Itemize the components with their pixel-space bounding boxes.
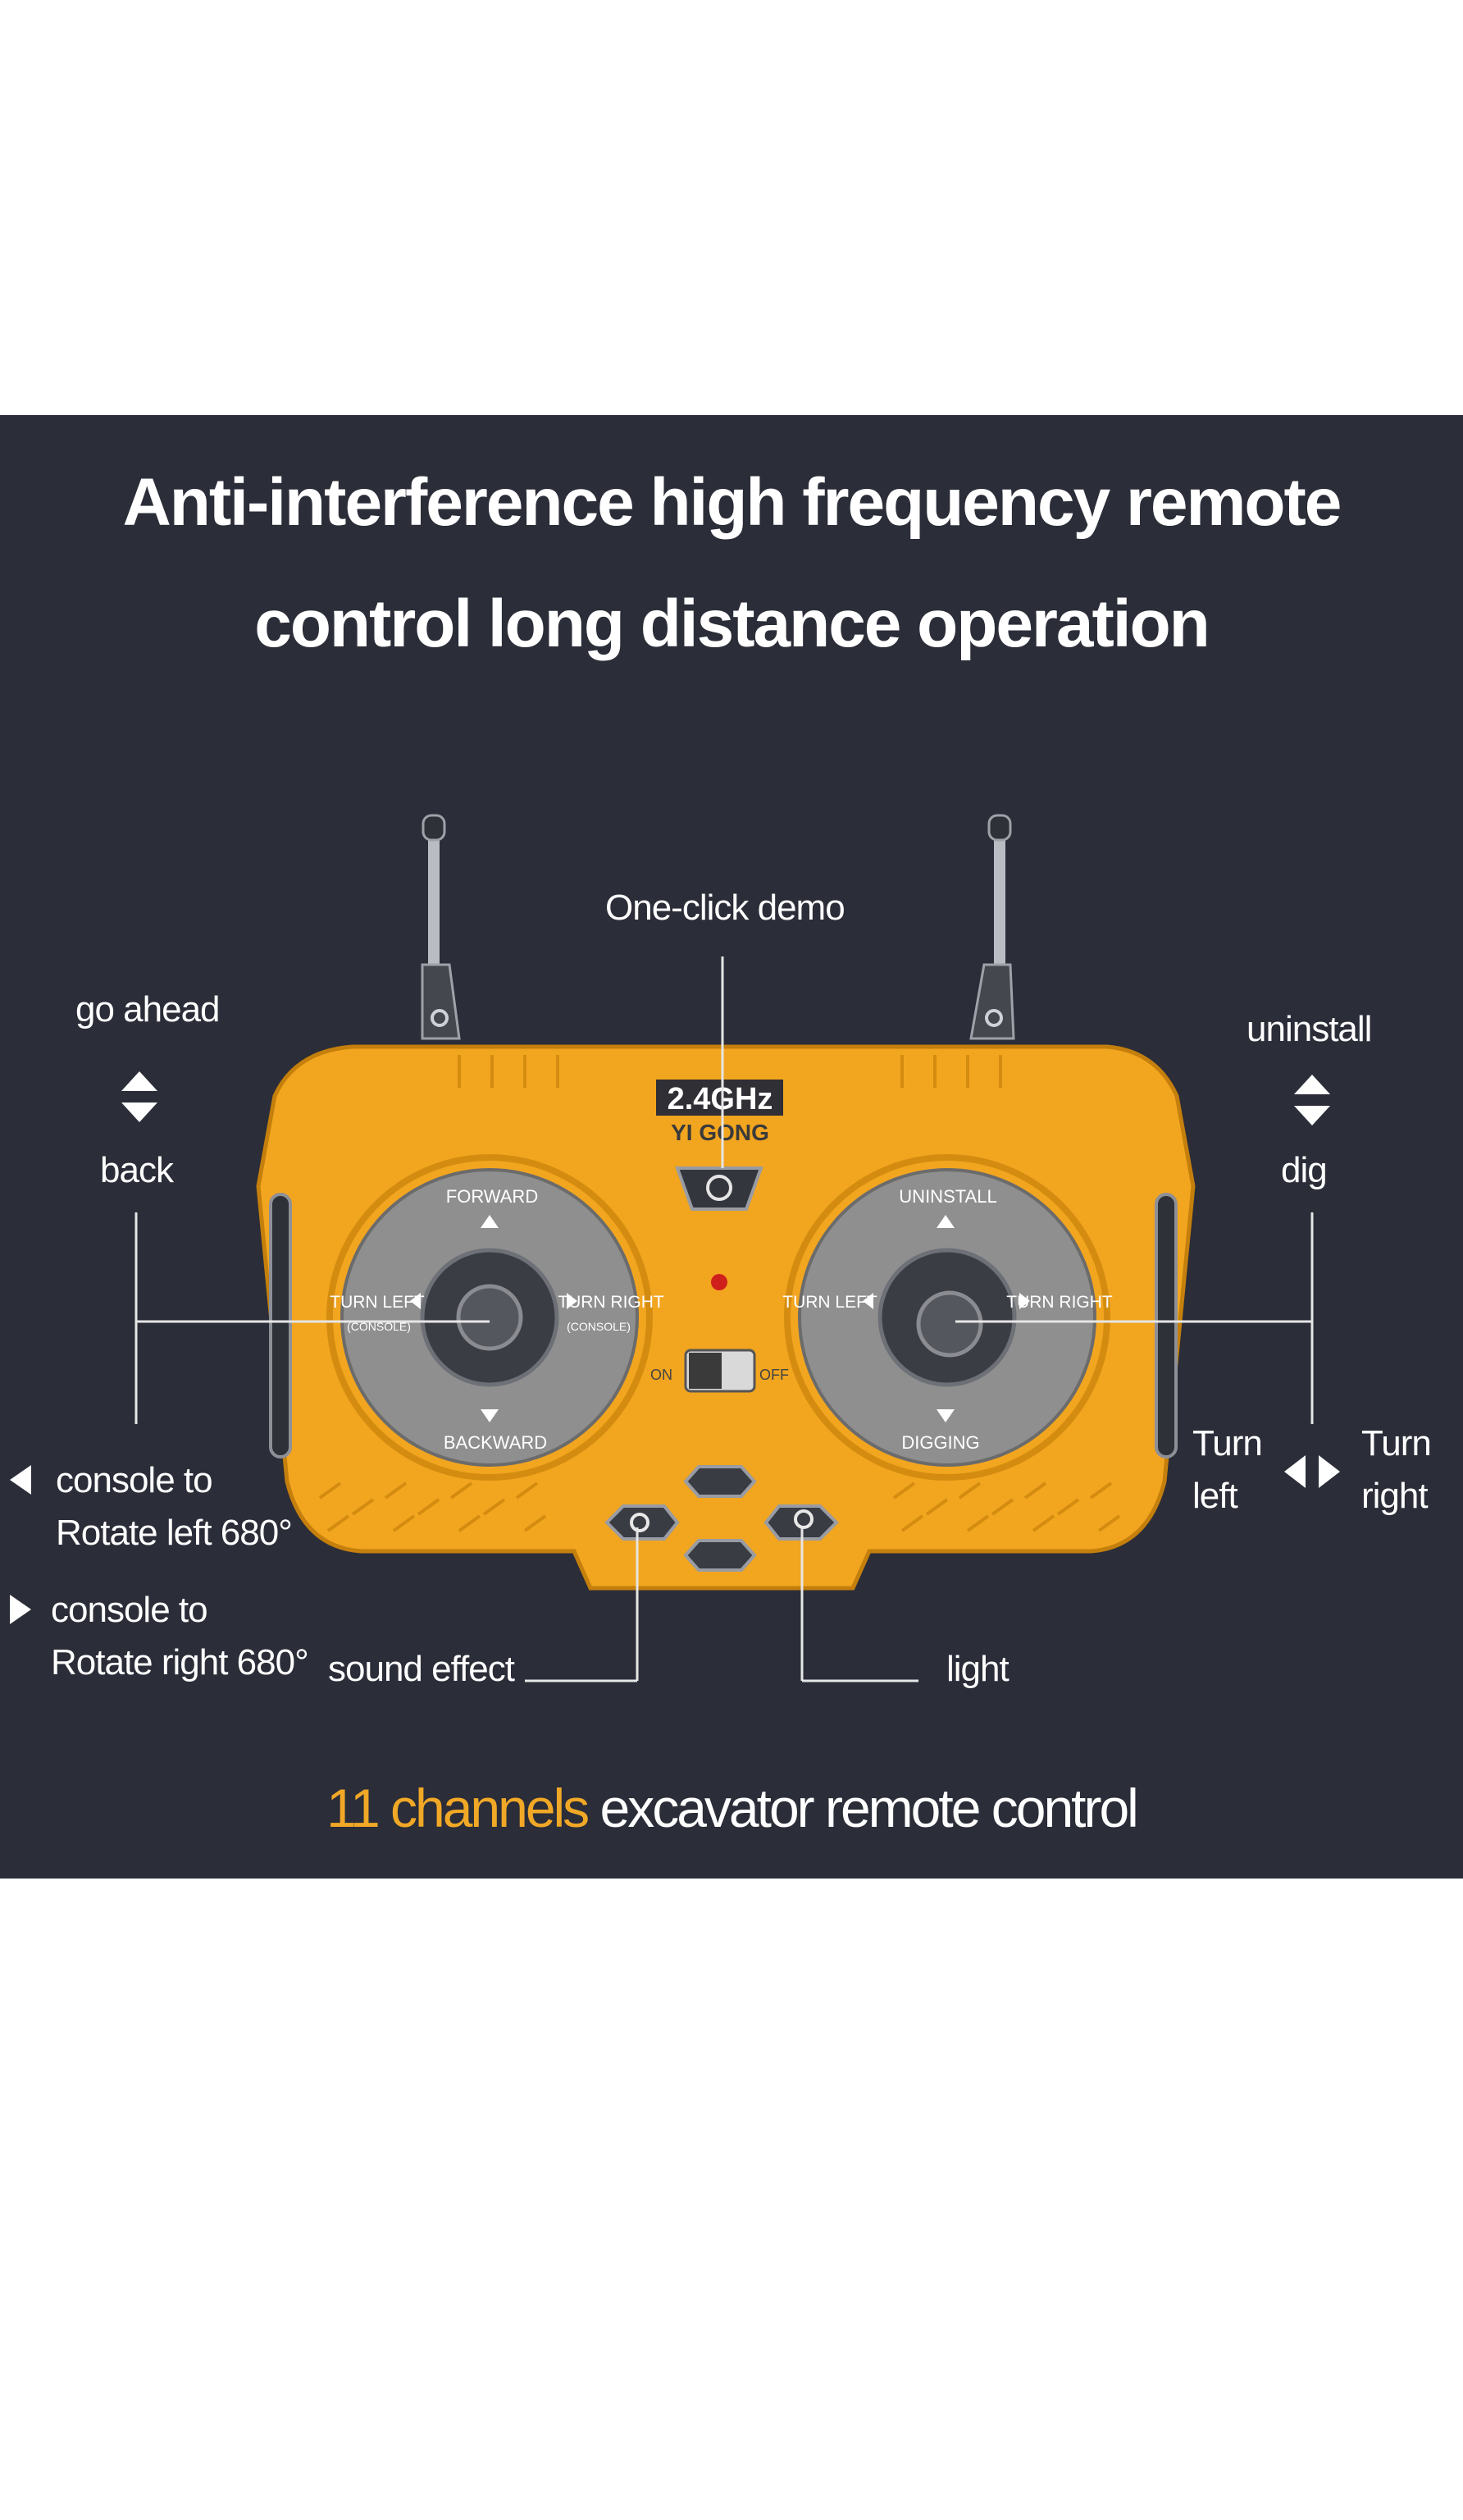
switch-off-label: OFF (759, 1367, 789, 1383)
up-arrow-icon (1294, 1075, 1330, 1094)
down-arrow-icon (121, 1102, 157, 1122)
right-grip (1155, 1193, 1178, 1459)
light-label: light (946, 1649, 1010, 1689)
headline-line-2: control long distance operation (254, 587, 1210, 661)
go-ahead-label: go ahead (75, 989, 221, 1029)
console-left-line2: Rotate left 680° (56, 1513, 293, 1553)
console-right-line2: Rotate right 680° (51, 1642, 309, 1682)
demo-button[interactable] (675, 1166, 763, 1211)
light-button[interactable] (763, 1504, 839, 1541)
gear-icon (706, 1175, 732, 1201)
right-down-label: DIGGING (901, 1432, 979, 1453)
turn-right-label: Turn right (1361, 1423, 1432, 1516)
footer-caption: 11 channels excavator remote control (0, 1777, 1463, 1839)
right-arrow-icon (1319, 1455, 1340, 1488)
footer-accent: 11 channels (326, 1778, 590, 1838)
top-ridges (458, 1055, 1002, 1088)
up-arrow-icon (121, 1071, 157, 1091)
remote-control-illustration: 2.4GHz YI GONG ON OFF FORWARD BACKWARD T… (134, 814, 1314, 1682)
band-label: 2.4GHz (668, 1082, 773, 1116)
right-left-label: TURN LEFT (782, 1293, 877, 1312)
left-arrow-icon (1284, 1455, 1306, 1488)
speaker-icon (630, 1513, 649, 1532)
left-arrow-icon (10, 1465, 31, 1495)
brand-label: YI GONG (671, 1120, 769, 1145)
right-up-label: UNINSTALL (899, 1186, 996, 1207)
product-panel: Anti-interference high frequency remote … (0, 415, 1463, 1879)
sound-effect-button[interactable] (604, 1504, 680, 1541)
left-up-label: FORWARD (446, 1186, 538, 1207)
left-right-sub: (CONSOLE) (567, 1320, 631, 1333)
console-right-line1: console to (51, 1590, 208, 1630)
back-label: back (100, 1150, 174, 1190)
band-badge (656, 1080, 783, 1116)
left-down-label: BACKWARD (444, 1432, 547, 1453)
left-antenna (421, 814, 461, 1040)
right-right-label: TURN RIGHT (1006, 1293, 1113, 1312)
bottom-center-button[interactable] (683, 1539, 757, 1572)
left-grip (269, 1193, 292, 1459)
down-arrow-icon (1294, 1106, 1330, 1125)
callout-lines (134, 956, 1314, 1682)
left-left-sub: (CONSOLE) (347, 1320, 411, 1333)
bulb-icon (794, 1509, 814, 1529)
power-led (711, 1274, 727, 1290)
left-left-label: TURN LEFT (330, 1293, 425, 1312)
footer-rest: excavator remote control (587, 1778, 1139, 1838)
left-right-label: TURN RIGHT (558, 1293, 664, 1312)
tread-pattern (318, 1481, 1121, 1532)
top-center-button[interactable] (683, 1465, 757, 1498)
uninstall-label: uninstall (1247, 1009, 1372, 1049)
right-antenna (969, 814, 1015, 1040)
switch-on-label: ON (650, 1367, 672, 1383)
right-arrow-icon (10, 1595, 31, 1624)
console-left-line1: console to (56, 1460, 213, 1500)
sound-effect-label: sound effect (328, 1649, 515, 1689)
headline-line-1: Anti-interference high frequency remote (122, 465, 1342, 540)
turn-left-label: Turn left (1192, 1423, 1263, 1516)
one-click-demo-label: One-click demo (605, 888, 845, 928)
dig-label: dig (1281, 1150, 1328, 1190)
